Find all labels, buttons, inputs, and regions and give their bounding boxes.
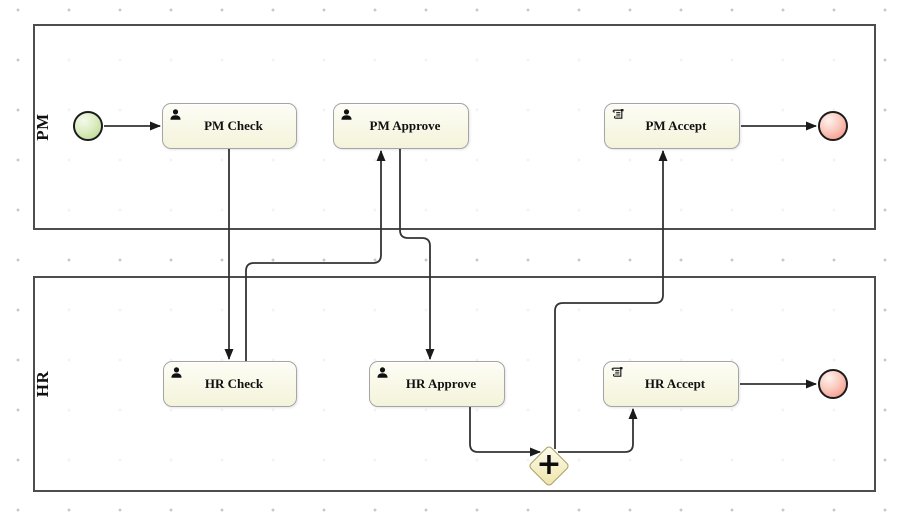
task-label: HR Accept (644, 376, 706, 391)
task-hr-approve[interactable]: HR Approve (369, 361, 505, 407)
start-event[interactable] (73, 111, 103, 141)
end-event-hr[interactable] (818, 369, 848, 399)
task-pm-approve[interactable]: PM Approve (333, 103, 469, 149)
plus-icon: + (536, 446, 562, 482)
end-event-pm[interactable] (818, 111, 848, 141)
task-hr-check[interactable]: HR Check (163, 361, 297, 407)
task-label: HR Approve (405, 376, 477, 391)
flow-hr-check-to-pm-approve (245, 150, 386, 361)
user-task-icon (169, 108, 182, 121)
flow-gateway-to-pm-accept (554, 150, 668, 449)
task-label: PM Approve (369, 118, 441, 133)
task-label: HR Check (204, 376, 264, 391)
user-task-icon (170, 366, 183, 379)
flow-hr-approve-to-gateway (469, 407, 541, 457)
task-pm-check[interactable]: PM Check (162, 103, 297, 149)
script-task-icon (611, 108, 625, 121)
script-task-icon (610, 366, 624, 379)
task-label: PM Check (204, 118, 263, 133)
flow-gateway-to-hr-accept (558, 408, 638, 453)
flow-pm-approve-to-hr-approve (399, 149, 435, 360)
user-task-icon (340, 108, 353, 121)
task-pm-accept[interactable]: PM Accept (604, 103, 740, 149)
user-task-icon (376, 366, 389, 379)
task-label: PM Accept (645, 118, 707, 133)
task-hr-accept[interactable]: HR Accept (603, 361, 739, 407)
